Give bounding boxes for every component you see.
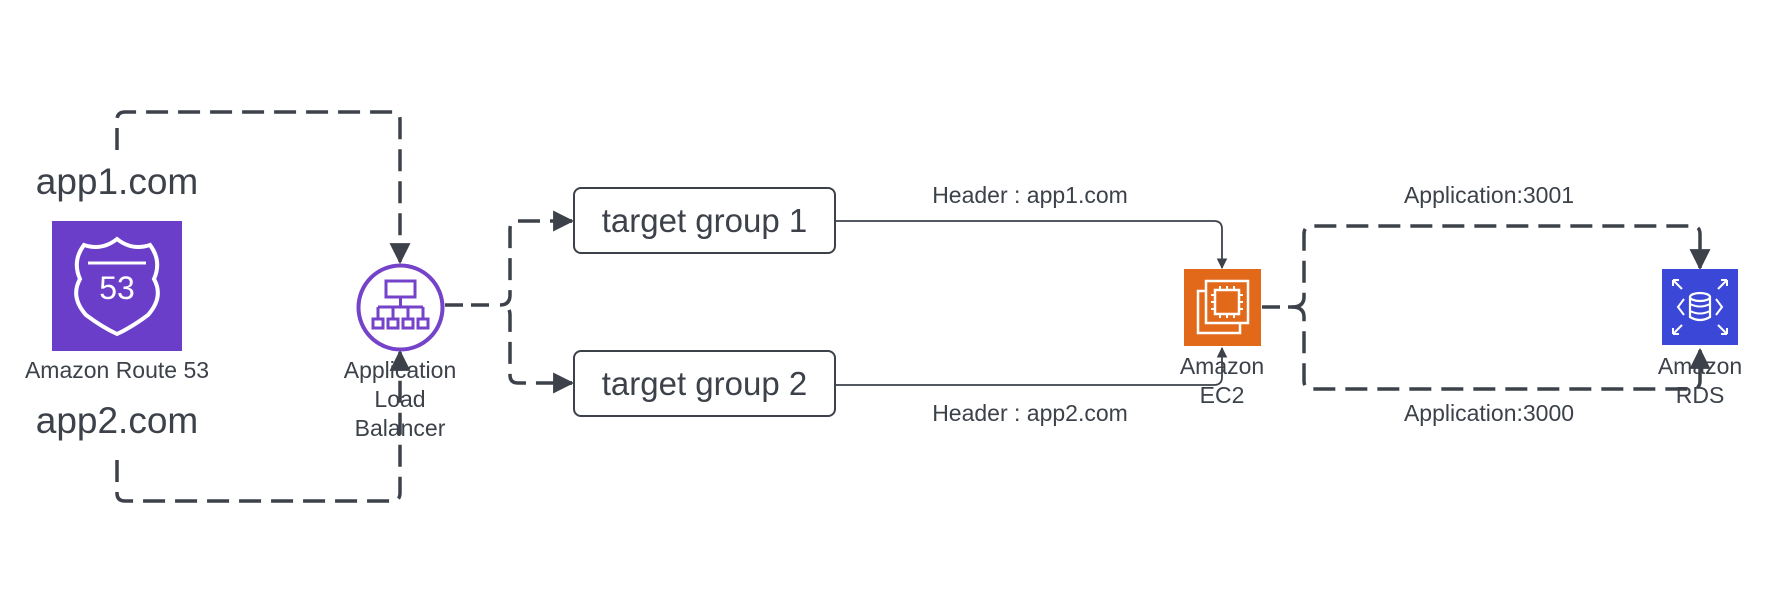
alb-label-line-1: Application [343,357,457,383]
rds-label-line-1: Amazon [1657,353,1743,379]
alb-fanout-bracket [499,219,572,385]
ec2-chip-icon [1184,269,1261,346]
target-group-2-label: target group 2 [601,364,808,402]
edge-label-app-3000: Application:3000 [1403,400,1575,426]
route53-badge-text: 53 [99,270,135,306]
rds-label-line-2: RDS [1675,382,1725,408]
alb-label-line-3: Balancer [354,415,446,441]
connector-app2-to-alb [115,349,411,503]
edge-label-header-app1: Header : app1.com [932,182,1128,208]
connector-tg2-to-ec2 [836,346,1228,386]
alb-label-line-2: Load [374,386,426,412]
route53-label: Amazon Route 53 [24,357,210,383]
ec2-label-line-1: Amazon [1179,353,1265,379]
target-group-1-box: target group 1 [573,187,836,254]
connector-ec2-to-rds-3000 [1291,305,1711,391]
domain-app2-label: app2.com [35,400,199,441]
edge-label-app-3001: Application:3001 [1403,182,1575,208]
ec2-label-line-2: EC2 [1199,382,1245,408]
connector-ec2-to-rds-3001 [1291,224,1711,309]
connector-tg1-to-ec2 [836,220,1228,270]
ec2-label: Amazon EC2 [1180,352,1264,410]
domain-app1-label: app1.com [35,161,199,202]
connector-app1-to-alb [115,110,411,265]
route53-shield-icon: 53 [52,221,182,351]
rds-label: Amazon RDS [1658,352,1742,410]
target-group-1-label: target group 1 [601,201,808,239]
edge-label-header-app2: Header : app2.com [932,400,1128,426]
rds-database-icon [1662,269,1738,345]
load-balancer-icon [356,263,445,352]
target-group-2-box: target group 2 [573,350,836,417]
alb-label: Application Load Balancer [344,356,457,443]
